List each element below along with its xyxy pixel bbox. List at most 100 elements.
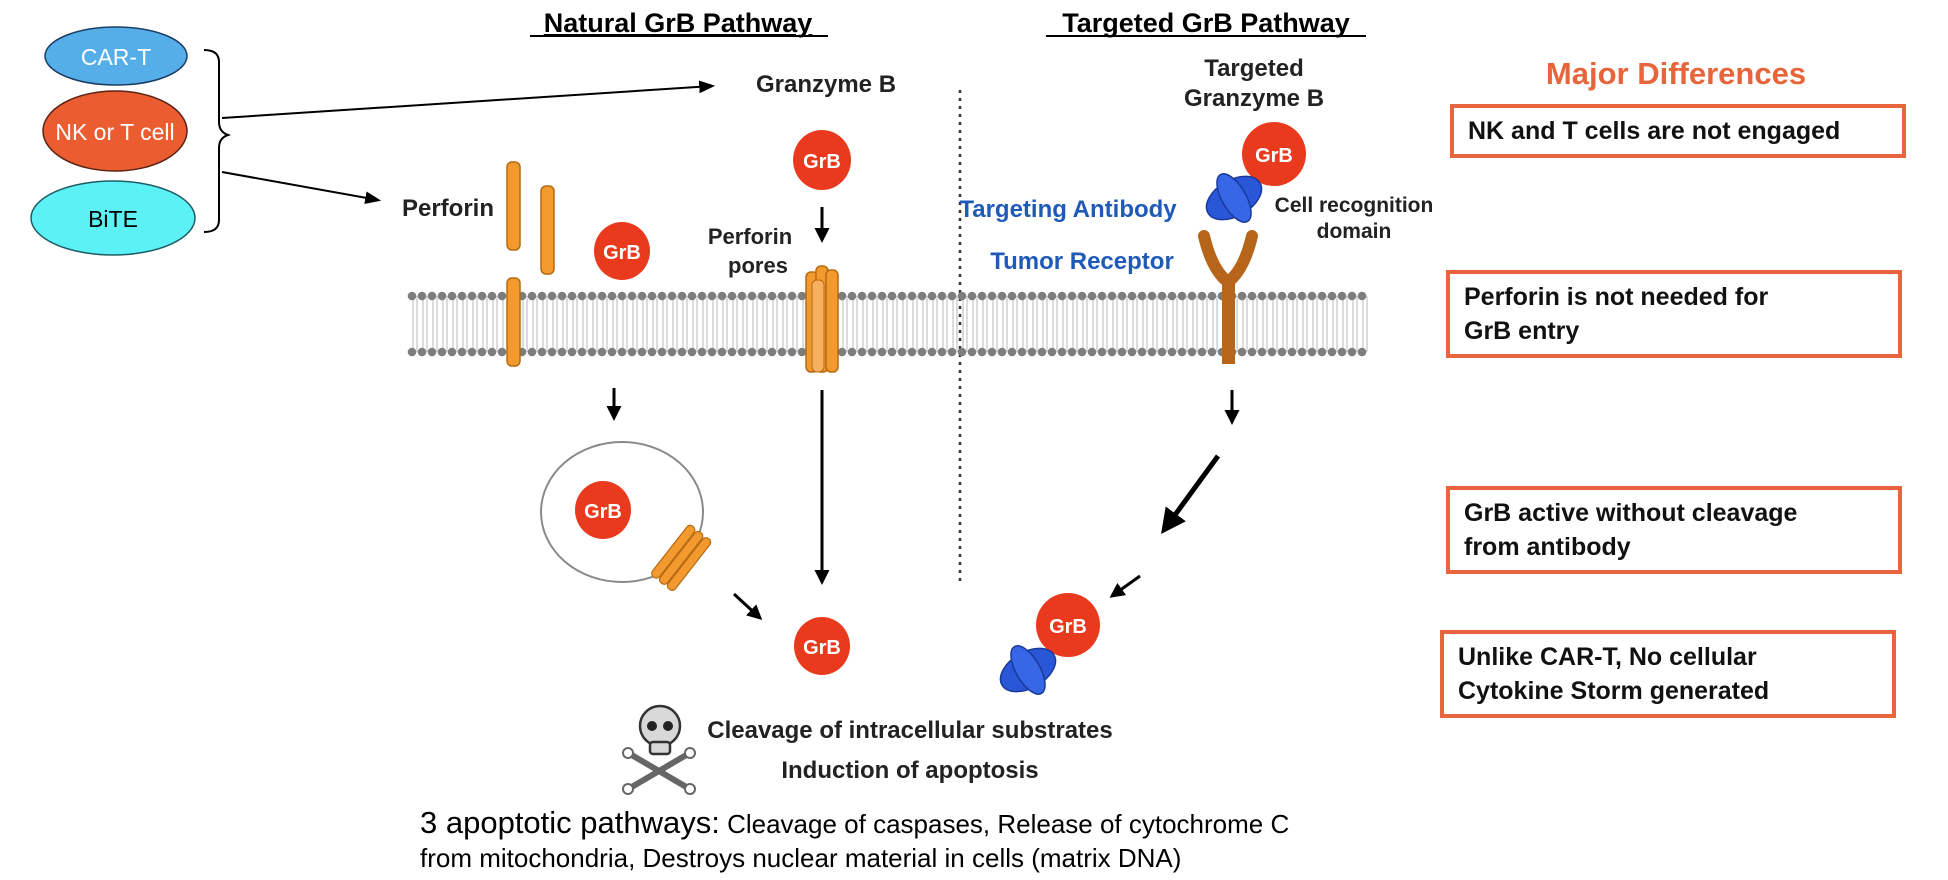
lipid-head [477,291,487,301]
lipid-head [987,291,997,301]
lipid-head [747,291,757,301]
lipid-head [657,347,667,357]
difference-4-line-2: Cytokine Storm generated [1458,677,1770,705]
lipid-head [1207,347,1217,357]
lipid-head [1097,291,1107,301]
perforin-rods [506,161,555,367]
lipid-head [417,291,427,301]
lipid-head [917,347,927,357]
granzyme-b-label: Granzyme B [756,71,896,98]
lipid-head [857,347,867,357]
recognition-domain-top [1205,173,1263,223]
lipid-head [647,347,657,357]
lipid-head [1137,347,1147,357]
lipid-head [1017,347,1027,357]
lipid-head [417,347,427,357]
lipid-head [1267,291,1277,301]
lipid-head [937,291,947,301]
lipid-head [747,347,757,357]
lipid-head [1067,291,1077,301]
lipid-head [1247,291,1257,301]
lipid-head [1347,347,1357,357]
lipid-head [1057,291,1067,301]
perforin-pores-label-2: pores [728,253,788,278]
difference-4-line-1: Unlike CAR-T, No cellular [1458,643,1757,671]
lipid-head [1097,347,1107,357]
lipid-head [647,291,657,301]
lipid-head [527,347,537,357]
grb-bottom-natural-label: GrB [803,637,841,659]
lipid-head [537,291,547,301]
lipid-head [777,291,787,301]
lipid-head [1277,291,1287,301]
lipid-head [957,347,967,357]
arrow-diagonal-short [1109,574,1141,598]
lipid-head [547,291,557,301]
lipid-head [887,291,897,301]
natural-pathway-title: Natural GrB Pathway [544,8,813,38]
lipid-head [877,291,887,301]
actor-nk-t-cell-label: NK or T cell [55,119,174,145]
lipid-head [1257,291,1267,301]
grb-endosome-label: GrB [584,501,622,523]
lipid-head [557,291,567,301]
lipid-head [1287,347,1297,357]
differences-title: Major Differences [1546,56,1806,91]
lipid-head [1047,291,1057,301]
lipid-head [887,347,897,357]
lipid-head [937,347,947,357]
lipid-head [1137,291,1147,301]
lipid-head [1357,347,1367,357]
lipid-head [1047,347,1057,357]
lipid-head [897,291,907,301]
grb-near-perforin-label: GrB [603,242,641,264]
lipid-head [797,291,807,301]
lipid-head [837,291,847,301]
arrow-diagonal-long [1161,454,1221,535]
lipid-head [687,347,697,357]
lipid-head [1057,347,1067,357]
lipid-head [1117,347,1127,357]
lipid-head [1277,347,1287,357]
lipid-head [927,291,937,301]
lipid-head [587,347,597,357]
lipid-head [637,291,647,301]
lipid-head [1087,291,1097,301]
lipid-head [1157,347,1167,357]
difference-2-line-2: GrB entry [1464,317,1580,345]
lipid-head [607,291,617,301]
lipid-head [1197,291,1207,301]
lipid-head [1037,291,1047,301]
lipid-head [677,291,687,301]
lipid-head [407,291,417,301]
lipid-head [617,347,627,357]
lipid-head [767,347,777,357]
lipid-head [777,347,787,357]
lipid-head [1127,347,1137,357]
lipid-head [1307,347,1317,357]
lipid-head [927,347,937,357]
lipid-head [1327,347,1337,357]
lipid-head [627,347,637,357]
lipid-head [487,291,497,301]
perforin-pores-label-1: Perforin [708,224,792,249]
lipid-head [497,291,507,301]
lipid-head [1237,291,1247,301]
lipid-head [857,291,867,301]
lipid-head [997,347,1007,357]
difference-2-line-1: Perforin is not needed for [1464,283,1769,311]
lipid-head [447,347,457,357]
lipid-head [967,291,977,301]
lipid-head [1187,291,1197,301]
actor-bite-label: BiTE [88,206,138,232]
lipid-head [1267,347,1277,357]
lipid-head [787,347,797,357]
caption-lead: 3 apoptotic pathways: [420,805,720,840]
lipid-head [527,291,537,301]
lipid-head [667,291,677,301]
difference-3-line-2: from antibody [1464,533,1631,561]
lipid-head [617,291,627,301]
lipid-head [1107,347,1117,357]
lipid-head [547,347,557,357]
